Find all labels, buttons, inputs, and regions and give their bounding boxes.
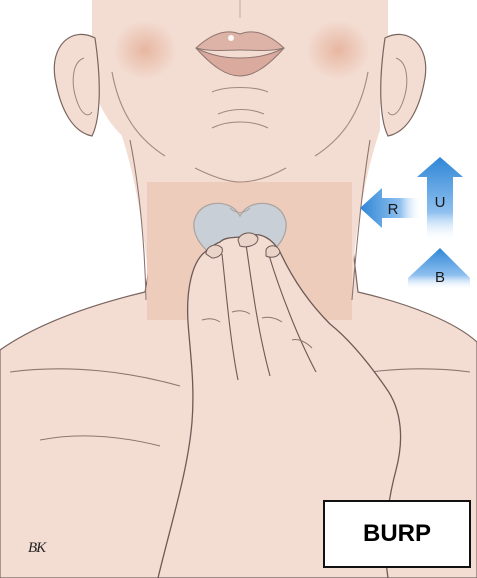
cheek-right [306,20,370,80]
burp-label-box: BURP [323,500,471,568]
artist-signature: BK [28,540,45,557]
arrow-r: R [360,188,422,228]
ear-right [381,34,426,136]
ear-left [54,34,99,136]
arrow-b: B [408,248,470,290]
fingernail-ring [266,246,280,257]
arrow-u: U [417,157,463,242]
arrow-u-label: U [435,194,446,211]
arrow-b-label: B [435,269,445,286]
arrow-r-label: R [388,201,399,218]
cheek-left [113,20,177,80]
lip-highlight [228,35,234,41]
burp-label: BURP [363,520,431,548]
